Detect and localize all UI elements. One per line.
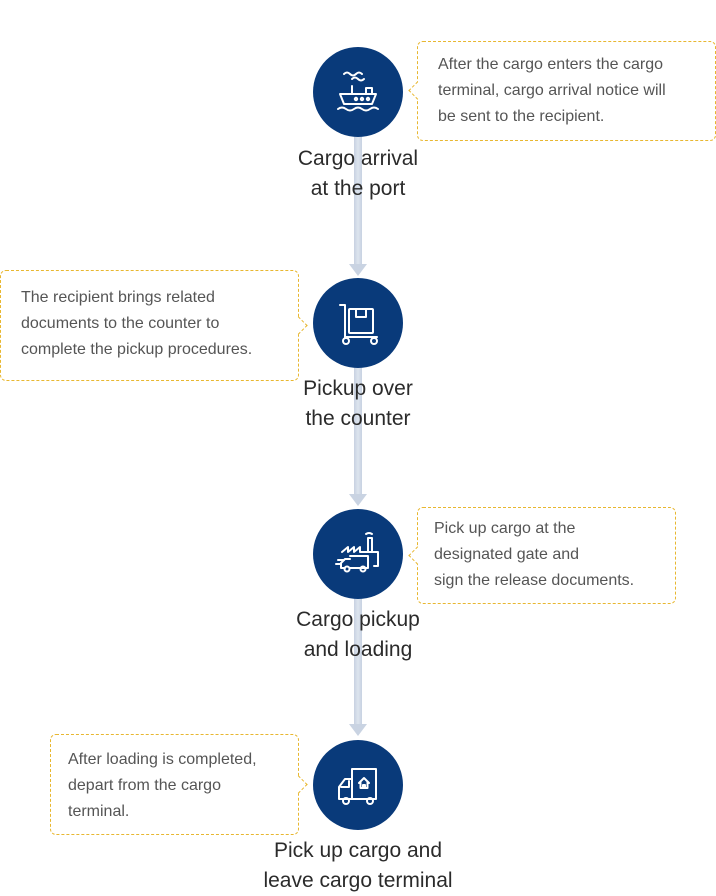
step-1-note: After the cargo enters the cargo termina… [408, 41, 716, 141]
step-3-note: Pick up cargo at the designated gate and… [408, 507, 676, 604]
callout-pointer [289, 315, 308, 335]
connector-1-2 [354, 136, 362, 266]
hand-truck-icon [339, 304, 378, 345]
step-2-title: Pickup over the counter [303, 377, 413, 430]
step-4-title: Pick up cargo and leave cargo terminal [263, 839, 453, 892]
factory-truck-icon [335, 532, 379, 573]
step-1-title: Cargo arrival at the port [297, 147, 419, 200]
step-2-note: The recipient brings related documents t… [0, 270, 308, 381]
step-4-circle [313, 740, 403, 830]
step-3-circle [313, 509, 403, 599]
step-4-note: After loading is completed, depart from … [50, 734, 308, 835]
step-1-circle [313, 47, 403, 137]
connector-3-4 [354, 598, 362, 726]
ship-icon [337, 71, 379, 112]
connector-2-3 [354, 366, 362, 496]
delivery-truck-icon [338, 768, 377, 805]
arrowhead-3-4 [349, 724, 367, 736]
step-3-title: Cargo pickup and loading [296, 608, 420, 661]
arrowhead-1-2 [349, 264, 367, 276]
callout-pointer [289, 774, 308, 794]
step-2-circle [313, 278, 403, 368]
callout-pointer [408, 545, 427, 565]
arrowhead-2-3 [349, 494, 367, 506]
callout-pointer [408, 81, 427, 100]
